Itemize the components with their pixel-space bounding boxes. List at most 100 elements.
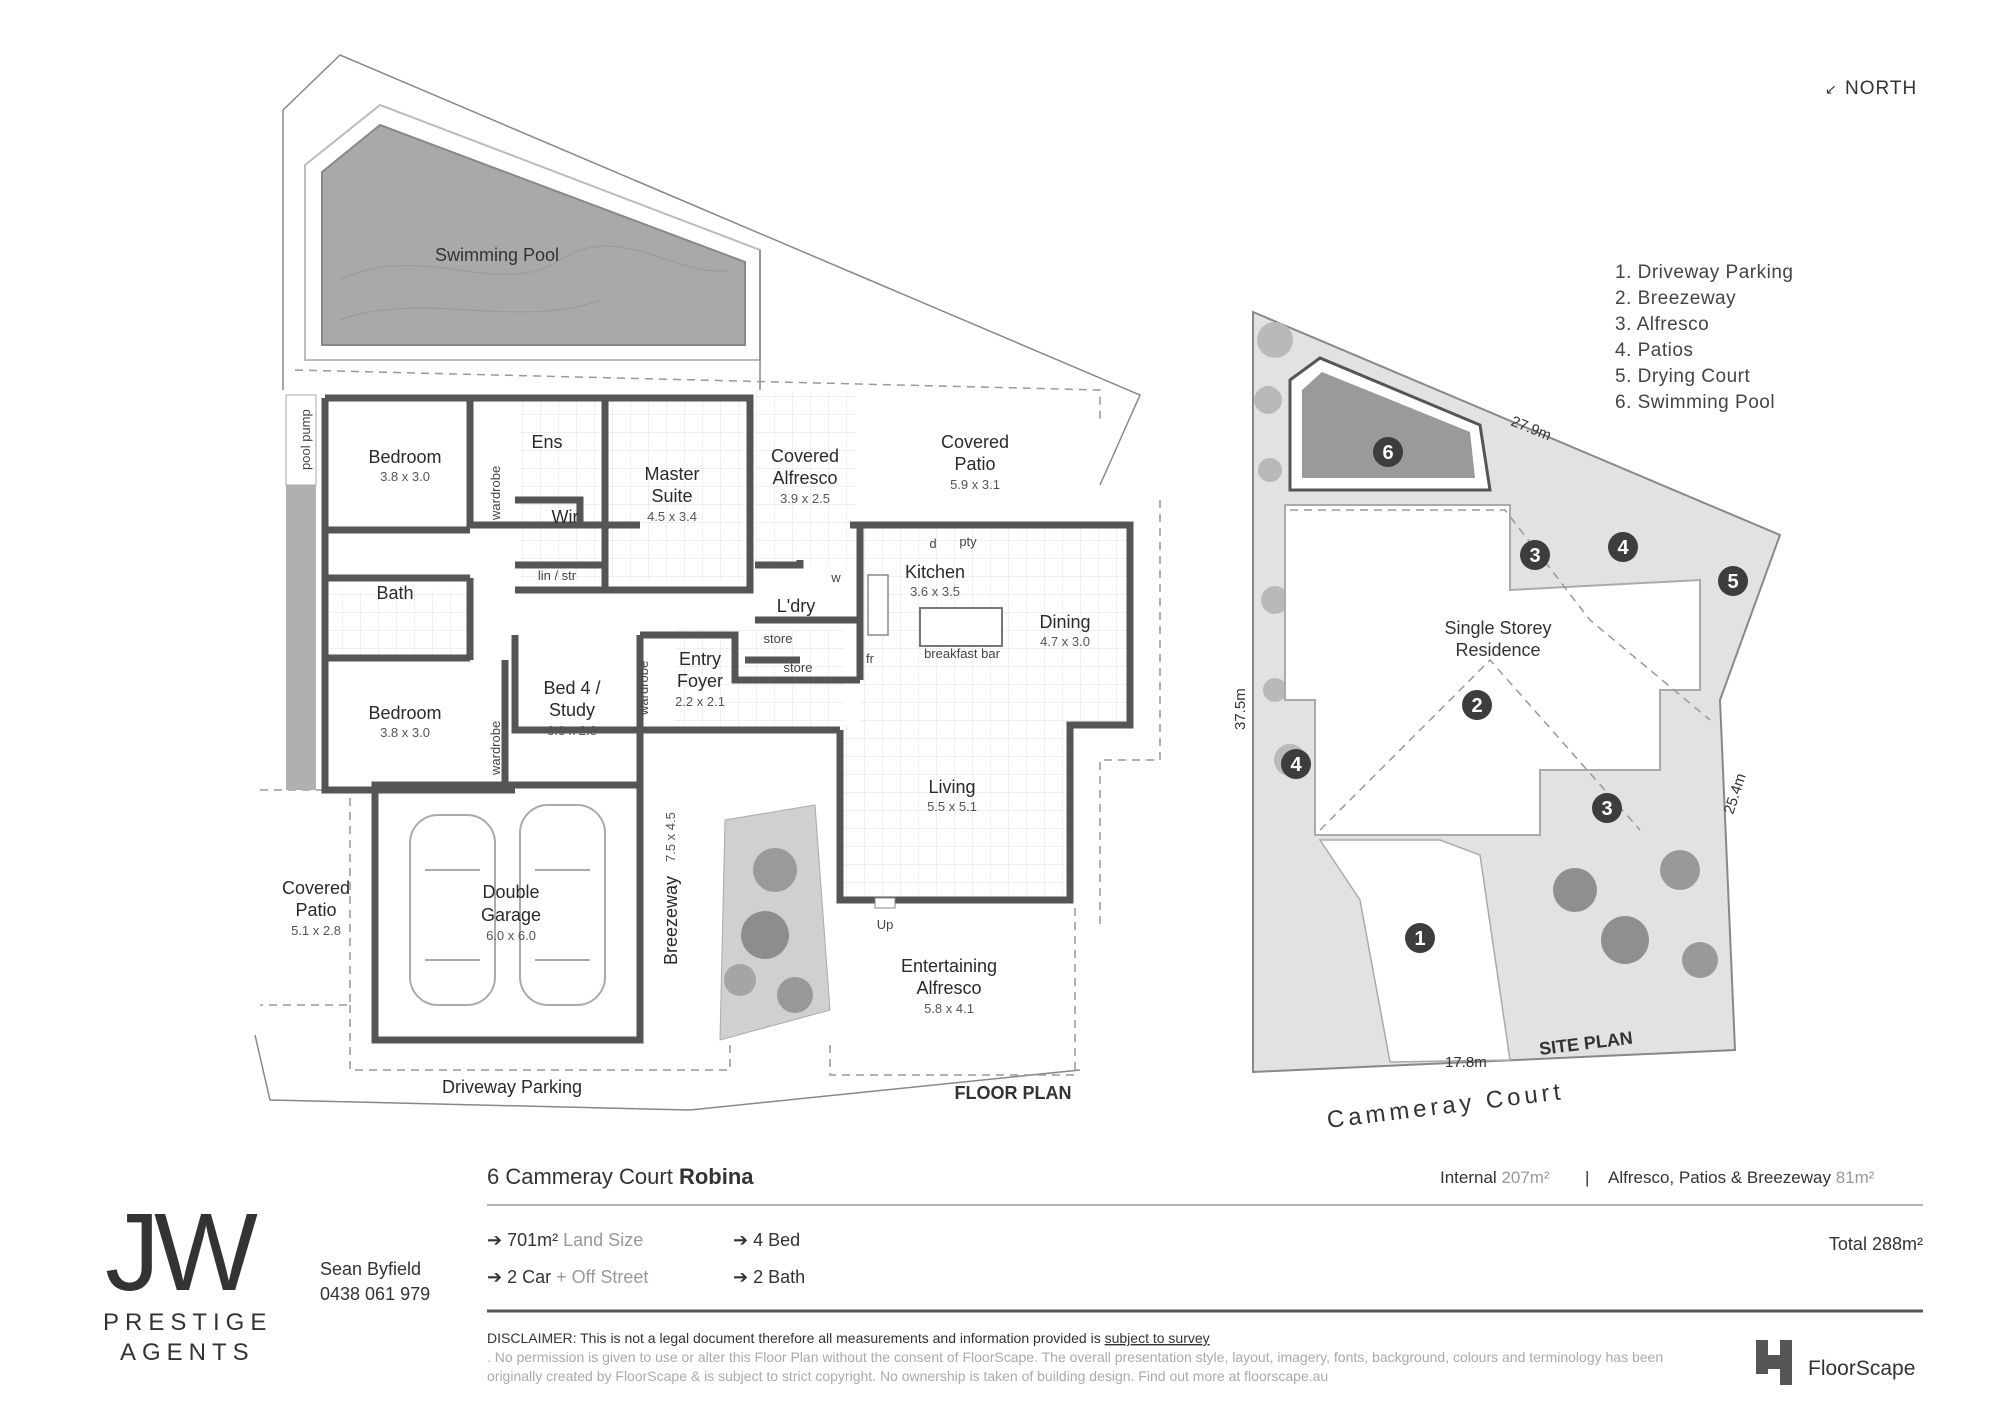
room-label-garage-2: Garage [481,905,541,925]
room-label-master-2: Suite [651,486,692,506]
street-name: Cammeray Court [1325,1078,1565,1134]
north-label: NORTH [1845,78,1917,99]
room-label-bed4: Bed 4 / [543,678,600,698]
room-dim-entertaining: 5.8 x 4.1 [924,1001,974,1016]
room-label-wardrobe-3: wardrobe [488,721,503,776]
marker-5 [1718,566,1748,596]
room-dim-covered-alfresco: 3.9 x 2.5 [780,491,830,506]
room-label-covered-patio-left-2: Patio [295,900,336,920]
svg-text:5: 5 [1727,571,1738,593]
land-size: ➔ 701m² Land Size [487,1230,643,1250]
car-icon [409,814,496,1006]
room-label-wir: Wir [552,507,579,527]
agent-phone: 0438 061 979 [320,1284,430,1304]
floorscape-brand: FloorScape [1808,1357,1915,1380]
room-label-covered-patio-left: Covered [282,878,350,898]
agency-logo-line2: AGENTS [120,1339,255,1366]
room-label-fr: fr [866,651,875,666]
marker-3a [1520,540,1550,570]
marker-3b [1592,793,1622,823]
room-label-store-2: store [784,660,813,675]
svg-text:4: 4 [1617,537,1629,559]
room-dim-entry: 2.2 x 2.1 [675,694,725,709]
residence-footprint [1284,504,1701,836]
legend-item: 6. Swimming Pool [1615,392,1775,413]
room-label-covered-patio-top-2: Patio [954,454,995,474]
site-markers: 6 3 4 5 2 4 3 1 [1281,437,1748,953]
room-label-w: w [830,570,841,585]
pool-area [304,103,761,390]
room-label-covered-alfresco-2: Alfresco [772,468,837,488]
room-label-bedroom-2: Bedroom [368,703,441,723]
svg-text:1: 1 [1414,928,1425,950]
floorscape-logo-icon [1756,1340,1792,1385]
arrow-right-icon: ➔ [733,1230,753,1250]
garage-cars [409,804,606,1006]
svg-text:2: 2 [1471,695,1482,717]
room-label-ldry: L'dry [777,596,815,616]
breakfast-bar-bench [919,607,1003,647]
room-dim-master: 4.5 x 3.4 [647,509,697,524]
landscape-foliage [1254,322,1718,978]
room-label-driveway: Driveway Parking [442,1077,582,1097]
room-label-ens: Ens [531,432,562,452]
internal-area: Internal 207m² [1440,1168,1550,1187]
agency-logo-mark: JW [105,1191,258,1314]
room-dim-garage: 6.0 x 6.0 [486,928,536,943]
outdoor-area: Alfresco, Patios & Breezeway 81m² [1608,1168,1875,1187]
legend-item: 5. Drying Court [1615,366,1750,387]
arrow-right-icon: ➔ [487,1230,507,1250]
room-dim-kitchen: 3.6 x 3.5 [910,584,960,599]
residence-label: Single Storey [1444,618,1551,638]
bath-count: ➔ 2 Bath [733,1267,805,1287]
total-area: Total 288m² [1829,1234,1923,1254]
roofline [294,369,1101,420]
agent-name: Sean Byfield [320,1259,421,1279]
room-label-garage: Double [482,882,539,902]
room-dim-dining: 4.7 x 3.0 [1040,634,1090,649]
address: 6 Cammeray Court Robina [487,1164,754,1189]
legend-item: 2. Breezeway [1615,288,1736,309]
room-label-bath: Bath [376,583,413,603]
legend-item: 3. Alfresco [1615,314,1709,335]
legend-item: 4. Patios [1615,340,1693,361]
site-plan: 6 3 4 5 2 4 3 1 Single Storey Residence … [1232,262,1793,1134]
room-label-entertaining-2: Alfresco [916,978,981,998]
room-label-store-1: store [764,631,793,646]
walls [321,394,1134,1044]
arrow-right-icon: ➔ [733,1267,753,1287]
room-label-pool: Swimming Pool [435,245,559,265]
disclaimer-continued: . No permission is given to use or alter… [487,1349,1664,1384]
room-dim-living: 5.5 x 5.1 [927,799,977,814]
site-legend: 1. Driveway Parking 2. Breezeway 3. Alfr… [1615,262,1793,413]
room-dim-covered-patio-top: 5.9 x 3.1 [950,477,1000,492]
room-label-wardrobe-2: wardrobe [636,661,651,716]
north-arrow-icon: ↙ [1825,81,1837,97]
svg-text:6: 6 [1382,442,1393,464]
cooktop-icon [867,574,889,636]
swimming-pool [321,123,746,346]
svg-text:3: 3 [1529,545,1540,567]
room-label-master: Master [644,464,699,484]
room-label-lin-str: lin / str [538,568,577,583]
room-dim-covered-patio-left: 5.1 x 2.8 [291,923,341,938]
bed-count: ➔ 4 Bed [733,1230,800,1250]
disclaimer: DISCLAIMER: This is not a legal document… [487,1330,1210,1346]
svg-text:4: 4 [1290,754,1302,776]
room-label-breakfast-bar: breakfast bar [924,646,1001,661]
room-label-entertaining: Entertaining [901,956,997,976]
room-dim-bedroom-1: 3.8 x 3.0 [380,469,430,484]
svg-text:|: | [1585,1168,1589,1187]
marker-4a [1608,532,1638,562]
breezeway-garden [719,804,831,1041]
svg-text:3: 3 [1601,798,1612,820]
room-dim-bedroom-2: 3.8 x 3.0 [380,725,430,740]
measure-bottom: 17.8m [1445,1054,1487,1071]
room-label-dining: Dining [1039,612,1090,632]
room-label-covered-patio-top: Covered [941,432,1009,452]
room-label-pool-pump: pool pump [298,409,313,470]
floor-plan-caption: FLOOR PLAN [955,1083,1072,1103]
boundary-line [282,54,1141,486]
room-label-entry: Entry [679,649,721,669]
